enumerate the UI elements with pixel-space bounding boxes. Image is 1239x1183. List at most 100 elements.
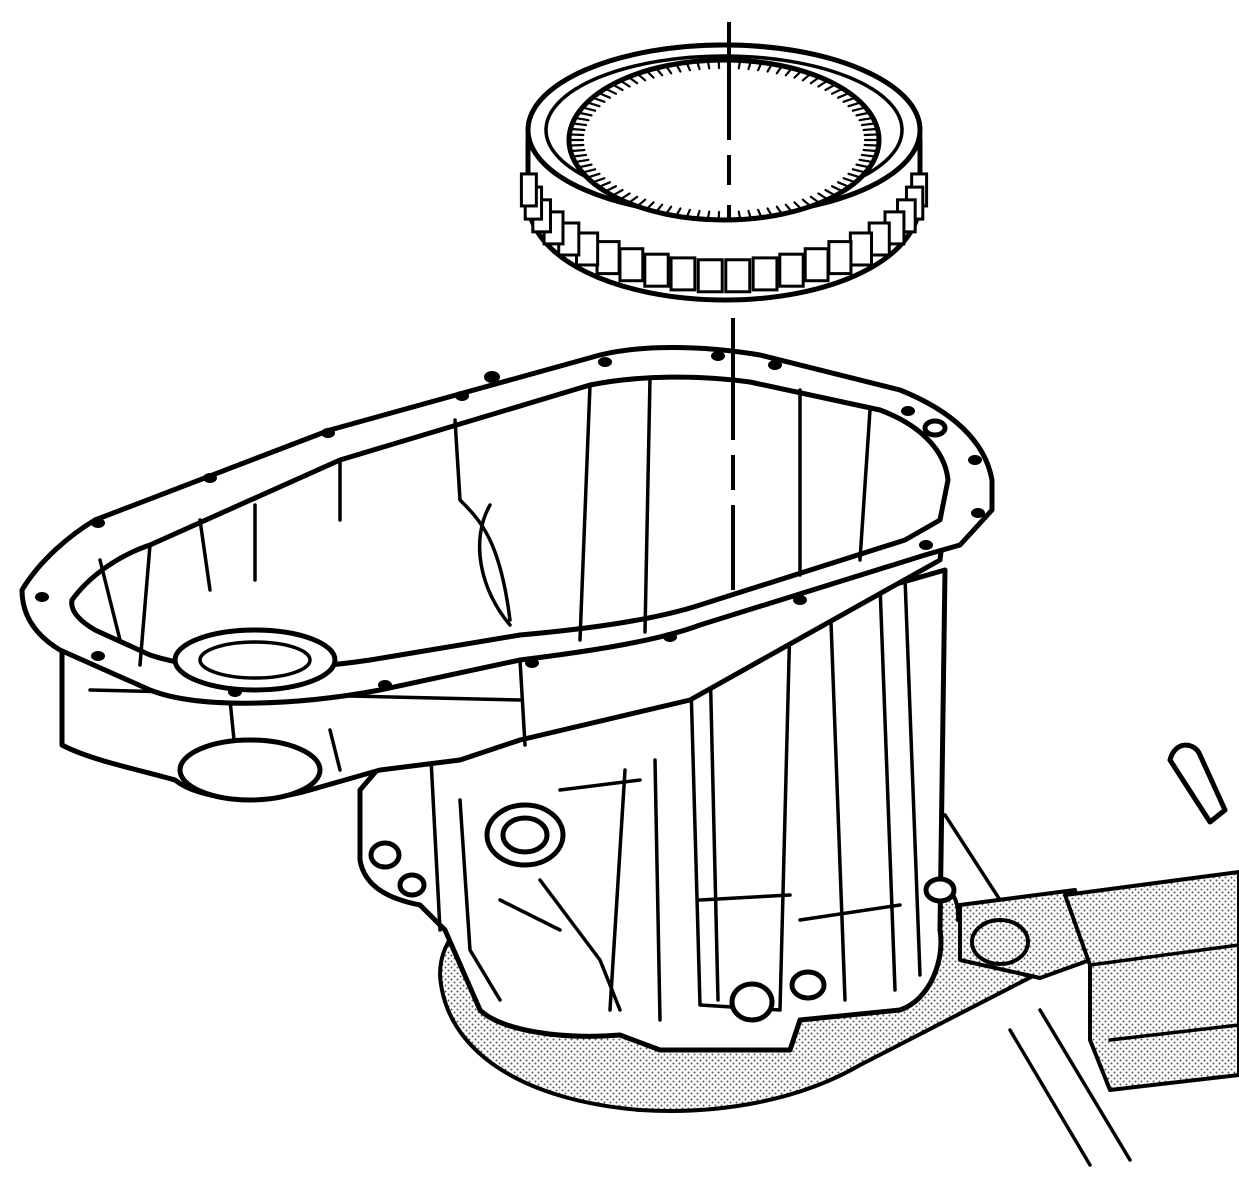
gear-tooth [571,153,588,158]
gear-tooth [675,62,682,73]
bolt-hole [321,428,335,438]
housing-lug-hole-3 [789,969,827,1001]
gear-tooth [809,75,821,85]
gear-tooth [809,195,821,205]
gear-tooth [611,83,624,92]
gear-tooth [851,106,867,112]
gear-lug [618,247,645,283]
housing-wall-1 [138,543,152,667]
gear-tooth [591,96,606,103]
gear-tooth [793,201,803,211]
gear-tooth [636,198,647,208]
gear-tooth [801,198,812,208]
gear-tooth [664,64,673,75]
gear-tooth [824,188,837,197]
gear-tooth [842,96,857,103]
gear-tooth [573,116,590,122]
gear-tooth [836,91,851,99]
gear-tooth [695,209,701,220]
fixture-block-edge [1088,943,1239,967]
fixture-pin [1167,742,1228,825]
gear-tooth [766,62,773,73]
gear-ring [519,42,929,303]
housing-lug-hole-1 [368,840,402,870]
gear-tooth [842,177,857,184]
fixture-line-1 [943,813,1002,902]
gear-tooth [591,177,606,184]
bolt-hole [793,595,807,605]
gear-tooth [586,172,601,179]
gear-tooth [757,208,763,219]
gear-tooth [611,188,624,197]
housing-lower-body [357,567,948,1053]
bolt-hole [455,391,469,401]
housing-rib-far-left [428,738,442,932]
gear-tooth [830,87,844,95]
gear-lug [848,231,874,267]
gear-ring-bore [566,57,882,223]
gear-tooth [619,192,631,201]
housing-rib-right-3 [903,576,922,977]
gear-tooth [801,72,812,82]
gear-tooth [737,210,742,221]
gear-lug [696,258,724,294]
bolt-hole [203,473,217,483]
housing-rib-right-2 [878,583,897,992]
bolt-hole [484,371,500,383]
gear-tooth [571,122,588,127]
gear-tooth [784,203,794,214]
gear-tooth [581,168,597,174]
gear-tooth [775,64,784,75]
fixture-arm-boss [970,918,1030,966]
gear-lug [827,240,853,276]
fixture-block [1063,870,1239,1092]
bolt-hole [91,651,105,661]
gear-tooth [784,66,794,77]
bolt-hole [968,455,982,465]
gear-tooth [847,101,862,108]
gear-tooth [597,91,612,99]
bolt-hole [228,687,242,697]
bolt-hole [91,518,105,528]
gear-tooth [817,79,829,88]
gear-tooth [860,153,877,158]
gear-tooth [636,72,647,82]
assembly-centerline [727,22,735,590]
gear-tooth [855,111,871,117]
gear-tooth [685,61,691,72]
gear-tooth [654,203,664,214]
housing-skirt-rib-3 [328,728,342,772]
housing-port-bore [500,815,550,855]
bolt-hole [919,540,933,550]
gear-tooth [775,205,784,216]
gear-tooth [627,75,639,85]
housing-detail-2 [538,878,622,1012]
gear-lug [778,252,805,288]
gear-tooth [597,181,612,189]
gear-tooth [847,172,862,179]
gear-tooth [695,60,701,71]
housing-lug-hole-4 [923,876,957,904]
gear-tooth [568,143,585,147]
gear-lug [724,258,752,294]
housing-wall-curve [477,503,512,627]
gear-tooth [569,127,586,132]
bolt-hole [35,592,49,602]
gear-lug [751,256,779,292]
housing-wall-5 [578,383,592,642]
gear-lug [669,256,697,292]
gear-tooth [619,79,631,88]
gear-tooth [757,61,763,72]
gear-tooth [858,116,875,122]
housing-bearing-boss [177,737,323,803]
housing-inner-bore [172,627,338,693]
housing-lug-hole-2 [397,872,427,898]
fixture-line-3 [1038,1008,1132,1162]
gear-tooth [747,60,753,71]
gear-tooth [737,59,742,70]
gear-tooth [675,207,682,218]
bolt-hole [525,658,539,668]
gear-tooth [851,168,867,174]
gear-tooth [654,66,664,77]
gear-tooth [604,87,618,95]
